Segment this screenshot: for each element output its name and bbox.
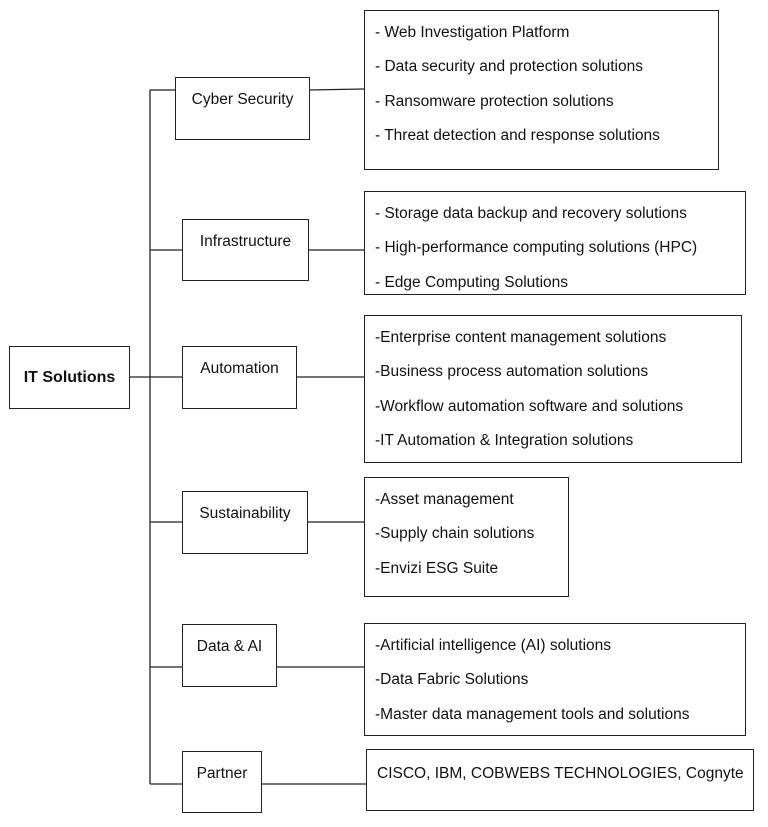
list-item: -Enterprise content management solutions — [375, 329, 667, 346]
items-data-ai: -Artificial intelligence (AI) solutions … — [364, 623, 746, 736]
list-item: -Business process automation solutions — [375, 363, 649, 381]
category-partner: Partner — [182, 751, 262, 813]
items-automation: -Enterprise content management solutions… — [364, 315, 742, 463]
category-sustainability: Sustainability — [182, 491, 308, 554]
list-item: - Ransomware protection solutions — [375, 92, 614, 110]
category-cyber-security: Cyber Security — [175, 77, 310, 140]
list-item: - High-performance computing solutions (… — [375, 239, 698, 257]
category-label: Automation — [200, 360, 279, 377]
list-item: - Web Investigation Platform — [375, 24, 570, 41]
list-item: -Artificial intelligence (AI) solutions — [375, 637, 612, 654]
root-label: IT Solutions — [23, 368, 116, 386]
list-item: CISCO, IBM, COBWEBS TECHNOLOGIES, Cognyt… — [377, 765, 744, 782]
list-item: - Edge Computing Solutions — [375, 273, 569, 291]
items-cyber-security: - Web Investigation Platform - Data secu… — [364, 10, 719, 170]
list-item: - Threat detection and response solution… — [375, 126, 660, 144]
list-item: -Envizi ESG Suite — [375, 559, 499, 577]
list-item: - Storage data backup and recovery solut… — [375, 205, 687, 222]
list-item: -Asset management — [375, 491, 514, 508]
root-node: IT Solutions — [9, 346, 130, 409]
list-item: -Supply chain solutions — [375, 525, 535, 543]
list-item: - Data security and protection solutions — [375, 58, 643, 76]
list-item: -Workflow automation software and soluti… — [375, 397, 684, 415]
items-partner: CISCO, IBM, COBWEBS TECHNOLOGIES, Cognyt… — [366, 749, 754, 811]
list-item: -Data Fabric Solutions — [375, 671, 529, 689]
category-label: Infrastructure — [199, 233, 292, 250]
list-item: -IT Automation & Integration solutions — [375, 431, 634, 449]
category-label: Partner — [196, 765, 248, 782]
category-label: Sustainability — [199, 505, 291, 522]
list-item: -Master data management tools and soluti… — [375, 705, 690, 723]
category-infrastructure: Infrastructure — [182, 219, 309, 281]
category-data-ai: Data & AI — [182, 624, 277, 687]
category-label: Data & AI — [196, 638, 263, 655]
category-automation: Automation — [182, 346, 297, 409]
category-label: Cyber Security — [191, 91, 294, 108]
items-infrastructure: - Storage data backup and recovery solut… — [364, 191, 746, 295]
items-sustainability: -Asset management -Supply chain solution… — [364, 477, 569, 597]
